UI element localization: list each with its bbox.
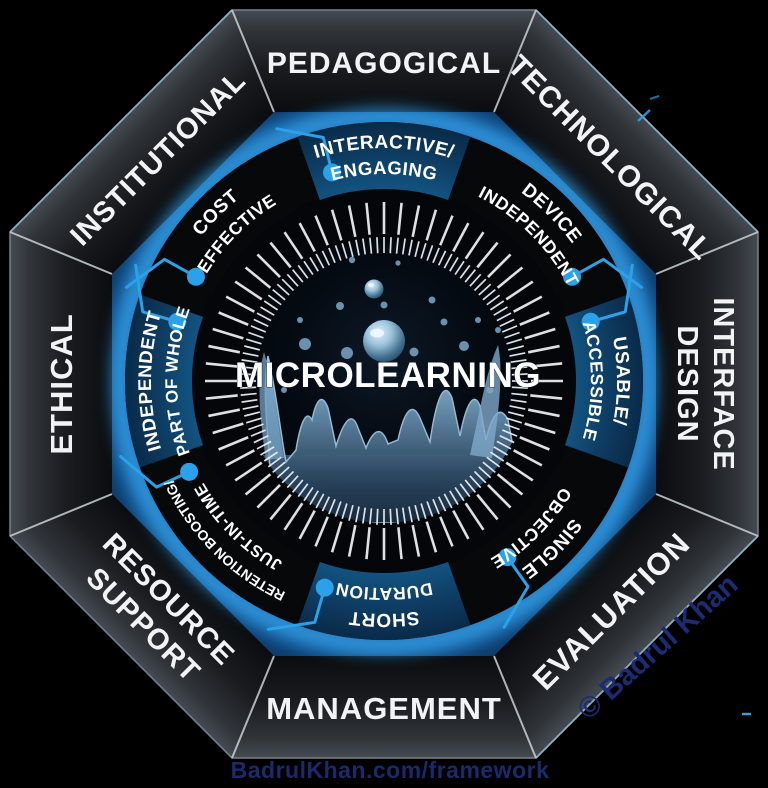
watermark-url: BadrulKhan.com/framework	[231, 757, 550, 783]
ring-segment-independent-part-of-whole	[125, 294, 203, 468]
segment-label-short: SHORT	[348, 607, 420, 630]
pin-connector	[266, 593, 324, 631]
ring-segment-single-objective	[466, 463, 618, 615]
tick-ring-outer	[205, 202, 563, 560]
pin-dot	[186, 267, 205, 286]
octagon-seam	[493, 9, 537, 113]
pin-connector	[134, 263, 172, 321]
pin-dot	[180, 462, 199, 481]
ring-segment-retention-boosting-just-in-time	[150, 463, 302, 615]
ring-segments	[125, 122, 643, 640]
octagon-seam	[493, 655, 537, 759]
octagon-face-resource-support	[10, 494, 274, 758]
face-label-management: MANAGEMENT	[266, 691, 502, 726]
center-title: MICROLEARNING	[235, 356, 541, 395]
octagon-edge-highlight	[535, 9, 759, 233]
octagon-seam	[9, 493, 113, 537]
tick-ring-inner	[240, 237, 528, 525]
pin-connector	[119, 455, 184, 489]
pin-connector	[502, 562, 530, 629]
decorative-artifacts	[637, 95, 751, 716]
face-label-interface: INTERFACE	[707, 297, 739, 470]
tick-rings	[205, 202, 563, 560]
ring-segment-cost-effective	[150, 147, 302, 299]
octagon-face-evaluation	[494, 494, 758, 758]
face-label-interface-design: INTERFACE DESIGN	[671, 297, 739, 470]
pin-dot	[168, 312, 187, 331]
svg-text:USABLE/: USABLE/	[608, 335, 633, 427]
octagon-face-pedagogical	[232, 10, 536, 112]
octagon-face-technological	[494, 10, 758, 274]
cyan-dash	[649, 95, 660, 100]
octagon-seam	[231, 655, 275, 759]
face-label-design: DESIGN	[671, 325, 703, 442]
ring-halo-glow	[112, 109, 656, 653]
face-label-ethical: ETHICAL	[44, 313, 79, 454]
pin-dot	[498, 548, 517, 567]
ring-segment-usable-accessible	[565, 294, 643, 468]
svg-text:SHORT: SHORT	[348, 607, 421, 630]
pin-dot	[581, 312, 600, 331]
ring-segment-interactive-engaging	[297, 122, 471, 200]
octagon-seam	[231, 9, 275, 113]
pin-dot	[563, 267, 582, 286]
octagon-seam	[655, 231, 759, 275]
outer-octagon-faces	[9, 9, 759, 759]
pin-connector	[577, 257, 643, 289]
pin-dot	[315, 578, 334, 597]
octagon-face-interface-design	[656, 232, 758, 536]
octagon-edge-highlight	[535, 535, 759, 759]
cyan-dash	[637, 109, 651, 122]
segment-label-usable: USABLE/	[608, 335, 633, 427]
ring-segment-device-independent	[466, 147, 618, 299]
octagon-face-ethical	[10, 232, 112, 536]
face-label-pedagogical: PEDAGOGICAL	[267, 47, 501, 80]
octagon-seam	[9, 231, 113, 275]
octagon-face-institutional	[10, 10, 274, 274]
ring-halo-glow-inner	[121, 118, 647, 644]
pin-connector	[275, 127, 332, 167]
ring-segment-short-duration	[297, 562, 471, 640]
octagon-face-management	[232, 656, 536, 758]
octagon-edge-highlight	[9, 9, 233, 233]
pin-connector	[596, 263, 634, 321]
segment-pins	[119, 127, 643, 631]
octagon-seam	[655, 493, 759, 537]
pin-dot	[322, 163, 341, 182]
pin-connector	[125, 257, 191, 289]
